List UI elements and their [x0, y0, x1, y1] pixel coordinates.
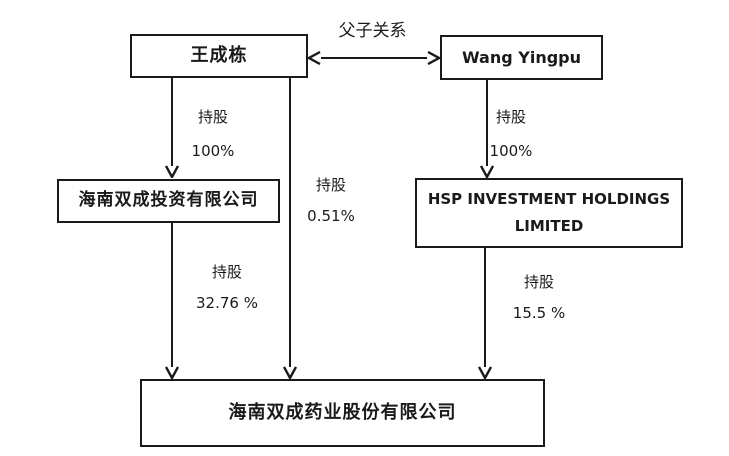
arrow-investment-to-pharma-line [171, 223, 173, 367]
edge-label-value: 100% [489, 142, 533, 160]
relationship-arrow-line [321, 57, 427, 59]
edge-label-hsp-to-pharma: 持股 15.5 % [507, 267, 571, 329]
edge-label-value: 0.51% [307, 207, 355, 225]
relationship-label: 父子关系 [338, 21, 407, 41]
node-wang-chengdong: 王成栋 [130, 34, 308, 78]
arrowhead-down-icon [480, 165, 494, 178]
edge-label-title: 持股 [315, 176, 346, 194]
arrowhead-down-icon [478, 366, 492, 379]
edge-label-chengdong-to-investment: 持股 100% [186, 100, 240, 168]
node-wang-yingpu-label: Wang Yingpu [461, 47, 582, 67]
edge-label-title: 持股 [211, 263, 242, 281]
arrowhead-left-icon [308, 51, 321, 65]
arrow-chengdong-to-investment-line [171, 78, 173, 166]
node-wang-yingpu: Wang Yingpu [440, 35, 603, 80]
edge-label-investment-to-pharma: 持股 32.76 % [195, 257, 259, 319]
edge-label-title: 持股 [197, 108, 228, 126]
arrow-chengdong-to-pharma-line [289, 78, 291, 367]
node-hsp-investment-holdings: HSP INVESTMENT HOLDINGS LIMITED [415, 178, 683, 248]
node-hsp-label-line2: LIMITED [514, 217, 584, 235]
edge-label-chengdong-to-pharma: 持股 0.51% [301, 170, 361, 232]
arrow-hsp-to-pharma-line [484, 248, 486, 367]
node-investment-company-label: 海南双成投资有限公司 [78, 190, 259, 211]
arrowhead-down-icon [283, 366, 297, 379]
node-investment-company: 海南双成投资有限公司 [57, 179, 280, 223]
arrowhead-down-icon [165, 165, 179, 178]
node-pharma-company: 海南双成药业股份有限公司 [140, 379, 545, 447]
arrowhead-right-icon [427, 51, 440, 65]
node-hsp-label-line1: HSP INVESTMENT HOLDINGS [427, 190, 671, 209]
edge-label-yingpu-to-hsp: 持股 100% [484, 100, 538, 168]
edge-label-value: 100% [191, 142, 235, 160]
node-wang-chengdong-label: 王成栋 [190, 44, 248, 66]
edge-label-value: 15.5 % [512, 304, 566, 322]
arrowhead-down-icon [165, 366, 179, 379]
arrow-yingpu-to-hsp-line [486, 80, 488, 166]
node-pharma-company-label: 海南双成药业股份有限公司 [228, 401, 457, 423]
edge-label-title: 持股 [523, 273, 554, 291]
edge-label-title: 持股 [495, 108, 526, 126]
edge-label-value: 32.76 % [196, 294, 258, 312]
